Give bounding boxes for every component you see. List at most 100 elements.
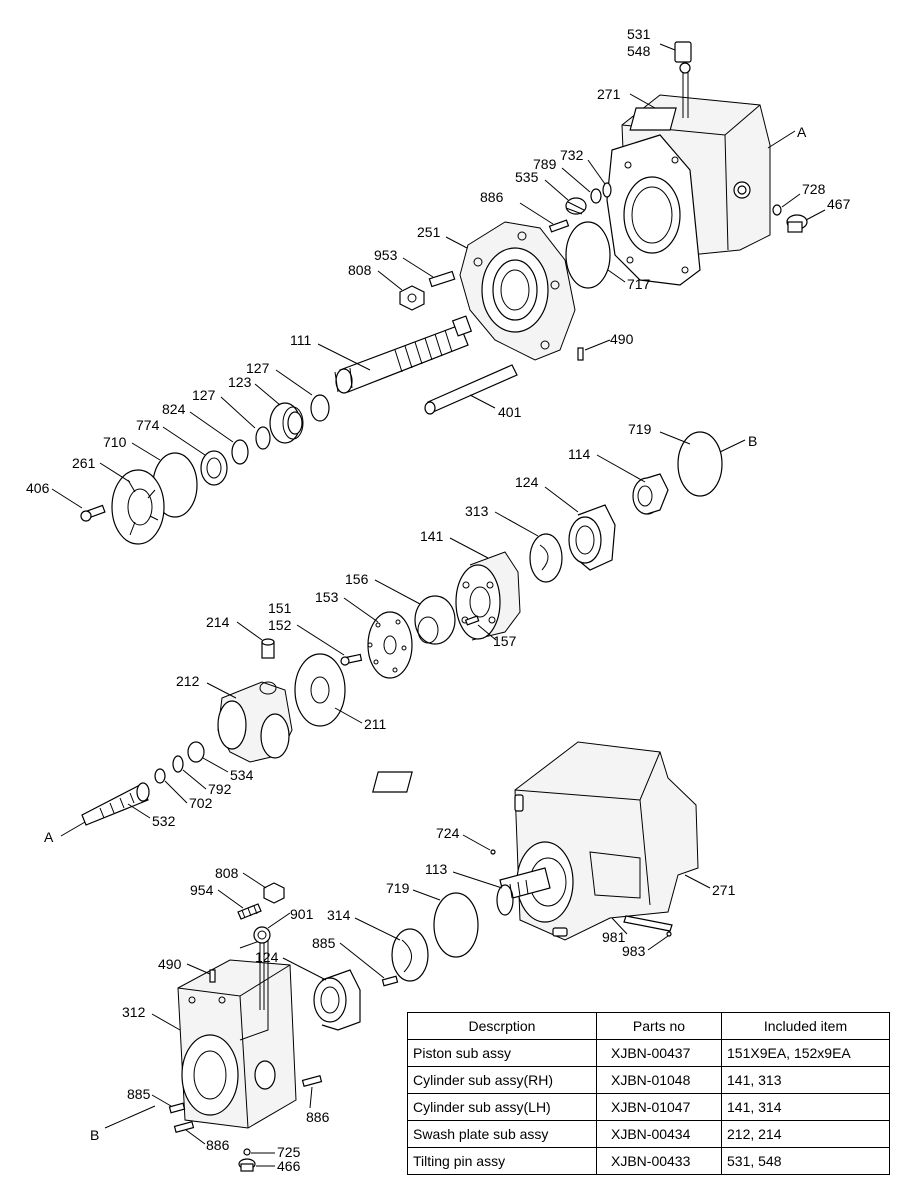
parts-no-cell: XJBN-00437	[596, 1039, 722, 1067]
eye-bolt-901	[253, 926, 271, 1010]
callout-label: 212	[176, 673, 200, 689]
cylinder-141	[455, 551, 521, 641]
upper-casing-271	[606, 94, 771, 286]
callout-label: 954	[190, 882, 214, 898]
callout-label: 548	[627, 43, 651, 59]
plug-467	[786, 214, 808, 233]
callout-label: 313	[465, 503, 489, 519]
pin-886-top	[548, 219, 570, 233]
table-row: Piston sub assy XJBN-00437 151X9EA, 152x…	[407, 1039, 890, 1067]
lower-casing-271	[372, 741, 699, 941]
sub-assembly-table: Descrption Parts no Included item Piston…	[407, 1012, 890, 1175]
callout-label: 271	[712, 882, 736, 898]
o-ring-732	[602, 182, 612, 198]
valve-block-312	[177, 937, 297, 1129]
callout-label: 406	[26, 480, 50, 496]
ring-127-a	[310, 394, 330, 422]
callout-label: 719	[628, 421, 652, 437]
valve-plate-314	[391, 928, 429, 982]
callout-label: 157	[493, 633, 517, 649]
oil-seal-774	[200, 450, 228, 486]
ring-792	[172, 755, 184, 773]
shaft-111	[334, 315, 473, 394]
rivet-983	[666, 931, 672, 937]
pin-lower-casing	[514, 794, 524, 812]
callout-label: 824	[162, 401, 186, 417]
seal-cover-261	[111, 469, 165, 545]
nut-808-top	[399, 285, 425, 311]
rod-401	[424, 364, 518, 415]
included-item-cell: 151X9EA, 152x9EA	[721, 1039, 890, 1067]
callout-label: 531	[627, 26, 651, 42]
table-row: Cylinder sub assy(RH) XJBN-01048 141, 31…	[407, 1066, 890, 1094]
callout-label: 886	[306, 1109, 330, 1125]
callout-label: 789	[533, 156, 557, 172]
o-ring-728	[772, 204, 782, 216]
callout-label: 774	[136, 417, 160, 433]
callout-label: 271	[597, 86, 621, 102]
callout-label: 123	[228, 374, 252, 390]
callout-label: 151	[268, 600, 292, 616]
table-header-row: Descrption Parts no Included item	[407, 1012, 890, 1040]
bearing-123	[269, 402, 304, 444]
callout-label: 124	[255, 949, 279, 965]
ring-127-b	[255, 426, 271, 450]
plug-466	[238, 1158, 256, 1172]
piston-151-152	[340, 653, 363, 666]
callout-label: B	[748, 433, 757, 449]
callout-label: 532	[152, 813, 176, 829]
callout-label: A	[44, 829, 54, 845]
callout-label: 732	[560, 147, 584, 163]
valve-plate-313	[529, 533, 563, 583]
swash-plate-212	[217, 681, 293, 763]
bushing-124-bottom	[313, 969, 361, 1031]
callout-label: 535	[515, 169, 539, 185]
table-row: Tilting pin assy XJBN-00433 531, 548	[407, 1147, 890, 1175]
callout-label: 211	[364, 716, 387, 732]
o-ring-725	[243, 1148, 251, 1156]
callout-label: 886	[480, 189, 504, 205]
o-ring-719-top	[677, 431, 723, 497]
pin-490-top	[577, 347, 584, 361]
pin-490-bottom	[209, 969, 216, 983]
callout-label: 983	[622, 943, 646, 959]
flange-251	[459, 221, 576, 361]
callout-label: 702	[189, 795, 213, 811]
callout-label: 114	[568, 446, 591, 462]
callout-label: 725	[277, 1144, 301, 1160]
callout-label: 808	[215, 865, 239, 881]
bushing-214	[261, 638, 275, 659]
bolt-953	[428, 270, 456, 288]
included-item-cell: 212, 214	[721, 1120, 890, 1148]
callout-label: 113	[425, 861, 448, 877]
callout-label: 717	[627, 276, 651, 292]
stopper-534	[187, 741, 205, 763]
plug-535	[565, 197, 587, 215]
description-cell: Swash plate sub assy	[407, 1120, 597, 1148]
column-header: Parts no	[596, 1012, 722, 1040]
o-ring-719-bottom	[433, 892, 479, 958]
callout-label: 127	[246, 360, 270, 376]
bolt-lower-casing	[552, 927, 568, 937]
callout-label: 724	[436, 825, 460, 841]
callout-label: 261	[72, 455, 96, 471]
callout-label: 127	[192, 387, 216, 403]
pin-886-bottom-left	[173, 1121, 195, 1133]
callout-label: 953	[374, 247, 398, 263]
callout-label: 156	[345, 571, 369, 587]
spherical-bushing-156	[414, 595, 456, 645]
callout-label: 808	[348, 262, 372, 278]
callout-label: A	[797, 124, 807, 140]
included-item-cell: 141, 314	[721, 1093, 890, 1121]
callout-label: 490	[158, 956, 182, 972]
column-header: Included item	[721, 1012, 890, 1040]
callout-label: 141	[420, 528, 444, 544]
description-cell: Cylinder sub assy(LH)	[407, 1093, 597, 1121]
callout-label: 719	[386, 880, 410, 896]
callout-label: 466	[277, 1158, 301, 1174]
stud-954	[237, 903, 262, 920]
table-row: Cylinder sub assy(LH) XJBN-01047 141, 31…	[407, 1093, 890, 1121]
bolt-406	[80, 504, 106, 522]
nut-808-bottom	[263, 882, 285, 904]
included-item-cell: 141, 313	[721, 1066, 890, 1094]
